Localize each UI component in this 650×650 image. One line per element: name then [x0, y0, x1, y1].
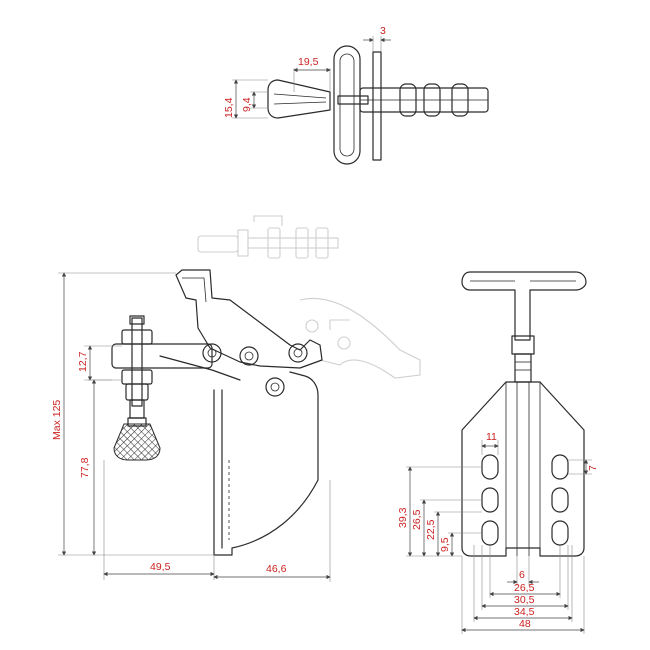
front-view-t-handle — [461, 271, 587, 341]
mounting-slot — [551, 520, 569, 546]
side-view: Max 125 12,7 77,8 49,5 46,6 — [51, 215, 421, 582]
dim-reach: 49,5 — [150, 561, 171, 573]
side-view-base-bracket — [213, 371, 319, 556]
dim-hole-span-inner: 9,5 — [439, 537, 451, 552]
mounting-slot — [481, 520, 499, 546]
dim-hole-diameter: 11 — [486, 431, 497, 443]
dim-handle-width: 15,4 — [223, 97, 235, 118]
ghost-open-position — [197, 215, 421, 379]
front-view-base-plate — [461, 381, 585, 557]
dim-base-depth: 46,6 — [266, 563, 287, 575]
side-view-spindle — [131, 317, 143, 407]
mounting-slot — [551, 454, 569, 480]
dim-hole-span-mid2: 22,5 — [425, 519, 437, 540]
top-view-plate — [372, 51, 382, 161]
top-view-handle-bar — [333, 45, 361, 165]
side-view-clamp-arm — [111, 343, 213, 369]
top-view-stem-loop — [267, 79, 331, 119]
dim-slot-width: 7 — [587, 465, 599, 471]
side-view-spindle-tip — [113, 423, 161, 461]
dim-spindle-offset: 12,7 — [77, 351, 89, 372]
mounting-slot — [551, 487, 569, 513]
mounting-slot — [481, 454, 499, 480]
dim-width-26-5: 26,5 — [514, 582, 535, 594]
dim-stem-length: 19,5 — [298, 56, 319, 68]
dim-width-34-5: 34,5 — [514, 606, 535, 618]
mounting-slot — [481, 487, 499, 513]
dim-base-height: 77,8 — [79, 457, 91, 478]
dim-hole-span-mid: 26,5 — [411, 509, 423, 530]
dim-width-6: 6 — [519, 569, 525, 581]
dim-max-height: Max 125 — [51, 400, 63, 440]
dim-hole-span-outer: 39,3 — [397, 507, 409, 528]
dim-handle-thickness: 3 — [380, 25, 386, 37]
side-view-handle-arm — [175, 269, 323, 369]
dim-width-48: 48 — [519, 618, 531, 630]
dim-stem-width: 9,4 — [241, 97, 253, 112]
top-view: 19,5 3 15,4 9,4 — [223, 25, 489, 165]
front-view: 11 7 39,3 26,5 22,5 9,5 6 — [397, 271, 599, 634]
dim-width-30-5: 30,5 — [514, 594, 535, 606]
